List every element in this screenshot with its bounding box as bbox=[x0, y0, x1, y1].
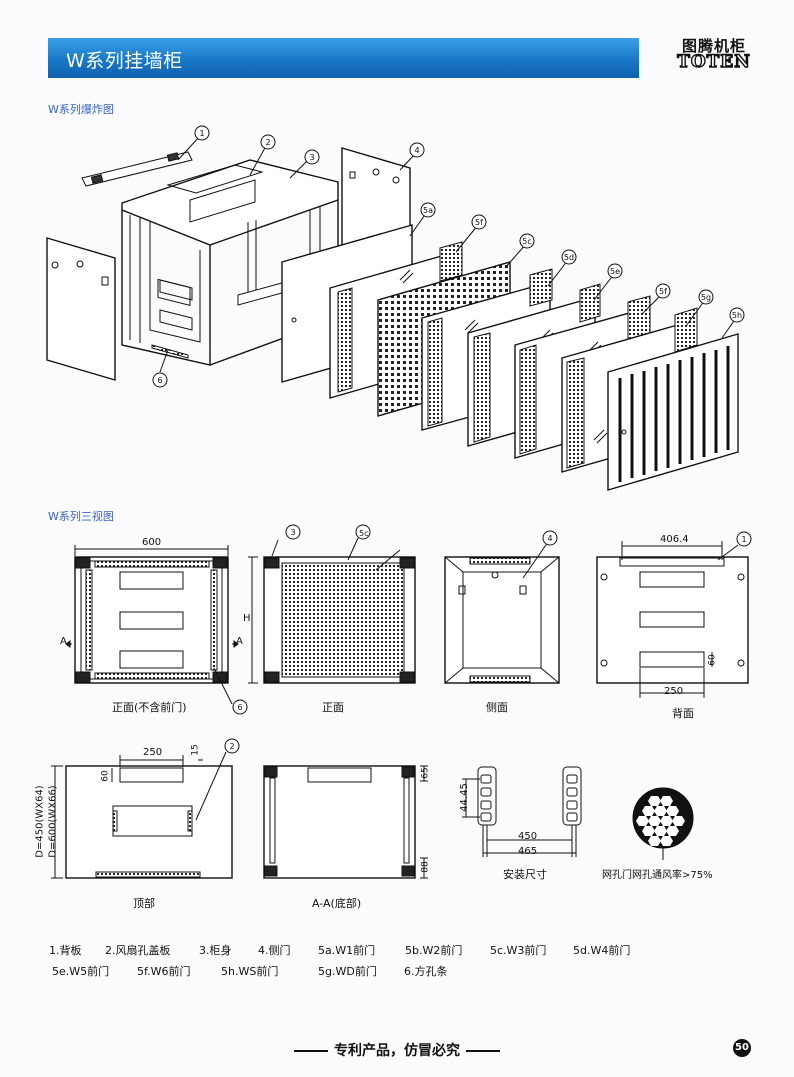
caption-top: 顶部 bbox=[133, 897, 155, 910]
dim-a-right: A bbox=[236, 636, 243, 647]
caption-mount-size: 安装尺寸 bbox=[503, 868, 547, 881]
footer-rule-left bbox=[294, 1050, 328, 1052]
dim-back-60: 60 bbox=[707, 654, 718, 666]
legend-item-5d: 5d.W4前门 bbox=[573, 944, 631, 957]
page-number: 50 bbox=[733, 1039, 751, 1057]
section-three-view-title: W系列三视图 bbox=[48, 510, 114, 523]
dim-406: 406.4 bbox=[660, 534, 689, 545]
section-exploded-title: W系列爆炸图 bbox=[48, 103, 114, 116]
legend-item-1: 1.背板 bbox=[49, 944, 82, 957]
footer-slogan-text: 专利产品，仿冒必究 bbox=[334, 1043, 460, 1059]
callout-top-2: 2 bbox=[229, 742, 234, 751]
legend-item-5b: 5b.W2前门 bbox=[405, 944, 463, 957]
dim-depth-450: D=450(WX64) bbox=[34, 785, 46, 858]
callout-back-1: 1 bbox=[741, 535, 746, 544]
dim-mount-465: 465 bbox=[518, 846, 538, 857]
callout-5a: 5a bbox=[423, 206, 433, 215]
callout-1: 1 bbox=[199, 129, 204, 138]
dim-top-60: 60 bbox=[100, 770, 111, 782]
callout-5d: 5d bbox=[564, 253, 574, 262]
dim-bottom-88: 88 bbox=[420, 861, 431, 873]
callout-3: 3 bbox=[309, 153, 314, 162]
dim-mount-450: 450 bbox=[518, 831, 538, 842]
dim-600: 600 bbox=[142, 537, 162, 548]
brand-logo: 图腾机柜 TOTEN bbox=[676, 38, 752, 72]
callout-5h: 5h bbox=[732, 311, 742, 320]
callout-side-4: 4 bbox=[547, 534, 552, 543]
callout-4: 4 bbox=[414, 146, 419, 155]
callout-5c: 5c bbox=[522, 237, 532, 246]
footer-slogan: 专利产品，仿冒必究 bbox=[0, 1040, 794, 1060]
page-title: W系列挂墙柜 bbox=[66, 50, 183, 72]
dim-back-250: 250 bbox=[664, 686, 684, 697]
dim-mount-4445: 44.45 bbox=[458, 783, 470, 812]
legend-item-5c: 5c.W3前门 bbox=[490, 944, 547, 957]
legend-item-2: 2.风扇孔盖板 bbox=[105, 944, 171, 957]
callout-front-3: 3 bbox=[290, 528, 295, 537]
caption-side: 侧面 bbox=[486, 701, 508, 714]
callout-2: 2 bbox=[265, 138, 270, 147]
dim-top-250: 250 bbox=[143, 747, 163, 758]
dim-depth-600: D=600(WX66) bbox=[47, 785, 59, 858]
callout-6: 6 bbox=[157, 376, 162, 385]
legend-item-3: 3.柜身 bbox=[199, 944, 232, 957]
dim-h: H bbox=[243, 613, 251, 624]
legend-item-5e: 5e.W5前门 bbox=[52, 965, 110, 978]
caption-back: 背面 bbox=[672, 707, 694, 720]
legend-item-4: 4.侧门 bbox=[258, 944, 291, 957]
legend-item-6: 6.方孔条 bbox=[404, 965, 448, 978]
logo-en: TOTEN bbox=[676, 52, 751, 72]
legend-item-5a: 5a.W1前门 bbox=[318, 944, 376, 957]
legend-item-5h: 5h.WS前门 bbox=[221, 965, 279, 978]
callout-front-6: 6 bbox=[237, 703, 242, 712]
caption-bottom: A-A(底部) bbox=[312, 897, 362, 910]
callout-5g: 5g bbox=[701, 293, 711, 302]
caption-front-no-door: 正面(不含前门) bbox=[112, 701, 187, 714]
title-banner: W系列挂墙柜 bbox=[48, 38, 639, 78]
callout-5f-a: 5f bbox=[475, 218, 483, 227]
caption-mesh-vent: 网孔门网孔通风率>75% bbox=[602, 870, 713, 881]
legend-item-5f: 5f.W6前门 bbox=[137, 965, 191, 978]
dim-a-left: A bbox=[60, 636, 67, 647]
dim-bottom-65: 65 bbox=[420, 767, 431, 779]
callout-front-5: 5c bbox=[359, 529, 369, 538]
footer-rule-right bbox=[466, 1050, 500, 1052]
caption-front: 正面 bbox=[322, 701, 344, 714]
callout-5f-b: 5f bbox=[659, 287, 667, 296]
legend-item-5g: 5g.WD前门 bbox=[318, 965, 377, 978]
callout-5e: 5e bbox=[610, 267, 620, 276]
dim-top-15: 15 bbox=[190, 744, 201, 756]
logo-cn: 图腾机柜 bbox=[681, 37, 746, 55]
